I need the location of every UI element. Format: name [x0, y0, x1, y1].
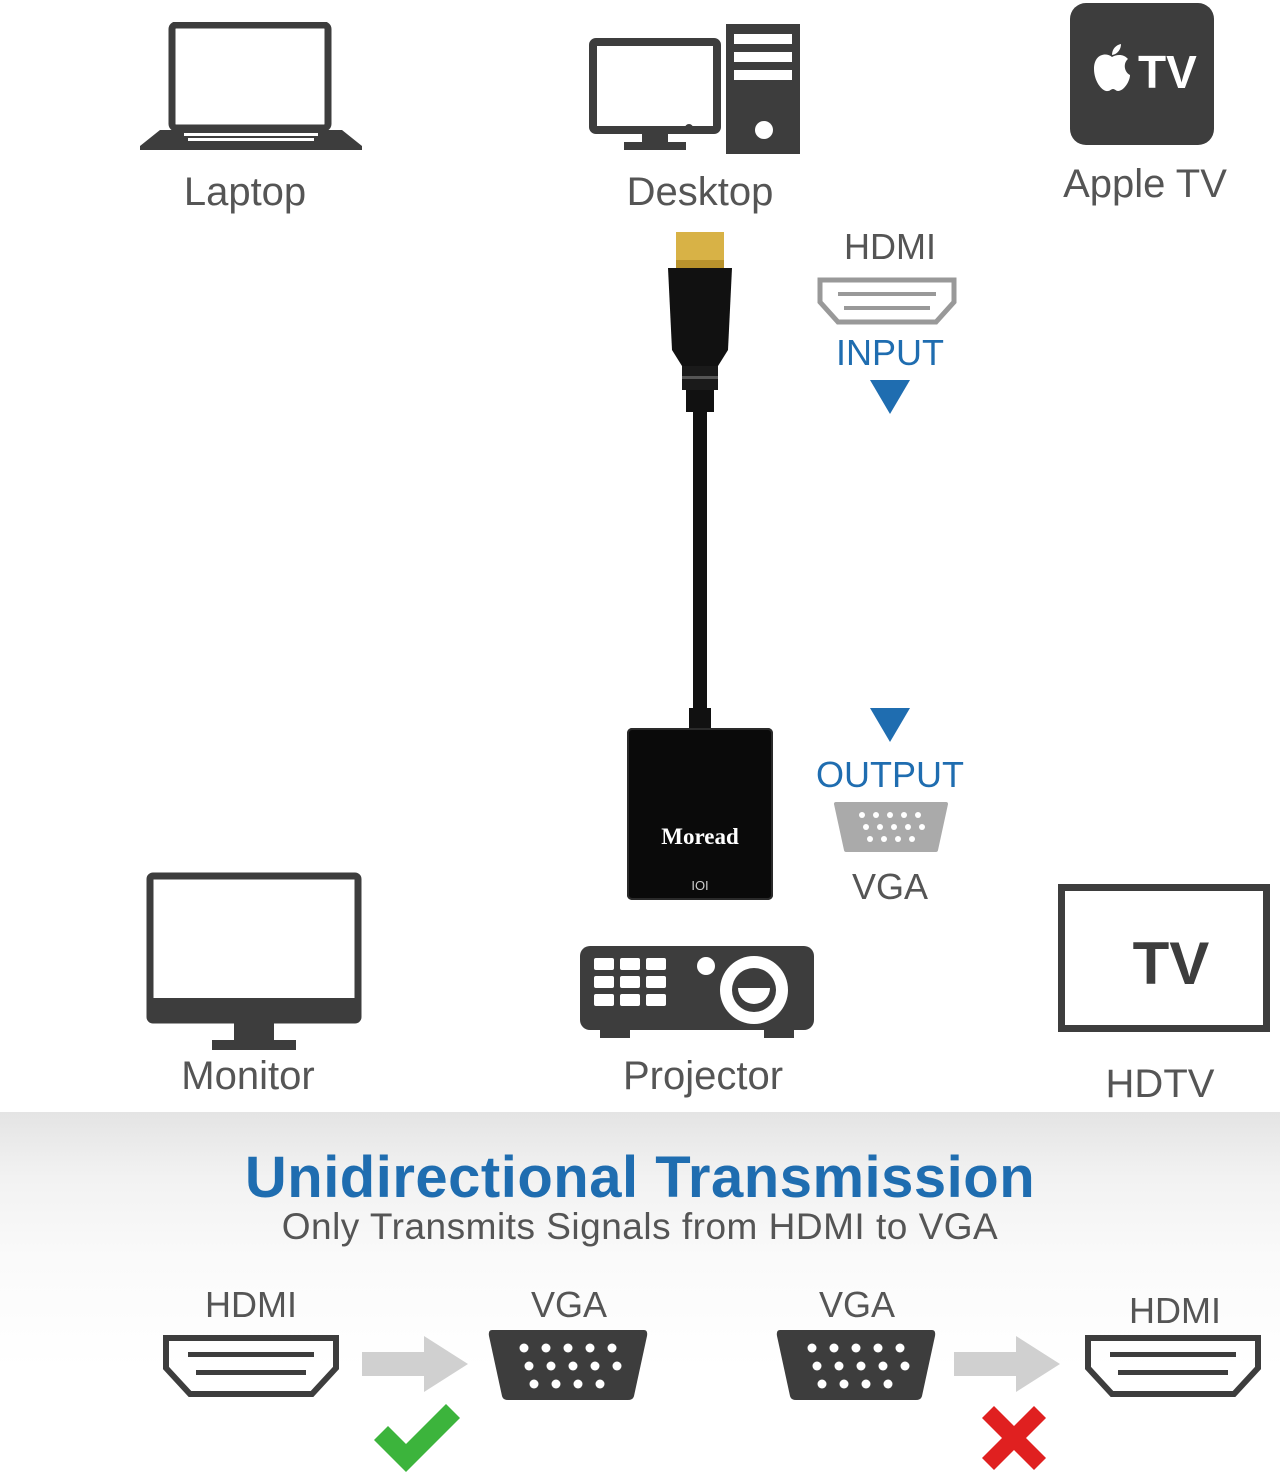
adapter-body: Moread IOI [627, 728, 773, 900]
hdmi-port-icon [817, 277, 957, 325]
projector-icon [580, 946, 814, 1038]
transmission-title: Unidirectional Transmission [244, 1145, 1036, 1210]
apple-logo-icon [1094, 44, 1130, 92]
apple-tv-label: Apple TV [1063, 162, 1227, 206]
valid-arrow-icon [362, 1336, 468, 1392]
monitor-icon [146, 872, 362, 1050]
adapter-port-mark: IOI [691, 878, 709, 893]
desktop-icon [589, 24, 800, 154]
output-port-label: VGA [851, 866, 929, 907]
adapter-brand: Moread [661, 824, 739, 849]
valid-hdmi-port-icon [163, 1335, 339, 1397]
check-icon [374, 1404, 460, 1472]
transmission-subtitle: Only Transmits Signals from HDMI to VGA [281, 1206, 999, 1247]
invalid-hdmi-port-icon [1085, 1335, 1261, 1397]
output-label: OUTPUT [816, 754, 964, 795]
invalid-vga-port-icon [776, 1330, 936, 1400]
transmission-panel [0, 1112, 1280, 1478]
hdtv-screen-text: TV [1132, 930, 1210, 997]
input-port-label: HDMI [844, 226, 936, 267]
valid-to-label: VGA [530, 1284, 608, 1325]
apple-tv-icon: TV [1070, 3, 1214, 145]
invalid-to-label: HDMI [1129, 1290, 1221, 1331]
hdmi-plug-icon [668, 232, 732, 728]
laptop-icon [140, 22, 362, 150]
output-arrow-icon [870, 708, 910, 742]
valid-from-label: HDMI [205, 1284, 297, 1325]
hdtv-icon: TV [1058, 884, 1270, 1032]
hdtv-label: HDTV [1105, 1062, 1215, 1106]
laptop-label: Laptop [183, 170, 307, 214]
projector-label: Projector [622, 1054, 784, 1098]
vga-port-icon [834, 802, 948, 852]
cross-icon [982, 1406, 1046, 1470]
input-label: INPUT [836, 332, 944, 373]
valid-vga-port-icon [488, 1330, 648, 1400]
monitor-label: Monitor [181, 1054, 315, 1098]
invalid-from-label: VGA [818, 1284, 896, 1325]
desktop-label: Desktop [626, 170, 774, 214]
input-arrow-icon [870, 380, 910, 414]
invalid-arrow-icon [954, 1336, 1060, 1392]
apple-tv-logo-text: TV [1138, 46, 1197, 98]
